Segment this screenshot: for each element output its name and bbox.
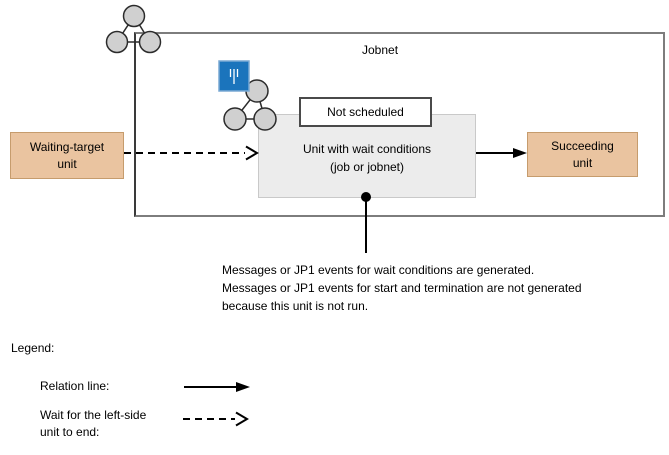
succeeding-label-line1: Succeeding — [551, 138, 614, 153]
legend-wait-arrow — [183, 411, 249, 427]
legend-wait-label-line2: unit to end: — [40, 425, 100, 439]
annotation-line1: Messages or JP1 events for wait conditio… — [222, 263, 535, 277]
unit-box-label-line2: (job or jobnet) — [329, 160, 405, 174]
legend-title: Legend: — [11, 341, 55, 355]
legend-relation-arrow — [184, 382, 250, 392]
annotation-text: Messages or JP1 events for wait conditio… — [222, 261, 582, 315]
unit-box-label-line1: Unit with wait conditions — [302, 142, 432, 156]
legend-wait-label-line1: Wait for the left-side — [40, 408, 147, 422]
legend-wait-label: Wait for the left-side unit to end: — [40, 407, 146, 441]
legend-relation-line-label: Relation line: — [40, 379, 110, 393]
waiting-target-label-line1: Waiting-target — [29, 139, 105, 154]
succeeding-label-line2: unit — [572, 155, 593, 170]
annotation-line2: Messages or JP1 events for start and ter… — [222, 281, 582, 295]
jobnet-label: Jobnet — [362, 43, 399, 57]
not-scheduled-box: Not scheduled — [299, 97, 432, 127]
annotation-line3: because this unit is not run. — [222, 299, 369, 313]
succeeding-unit-box: Succeeding unit — [527, 132, 638, 177]
waiting-target-label-line2: unit — [57, 156, 77, 171]
waiting-target-unit-box: Waiting-target unit — [10, 132, 124, 179]
jobnet-box — [134, 32, 665, 217]
